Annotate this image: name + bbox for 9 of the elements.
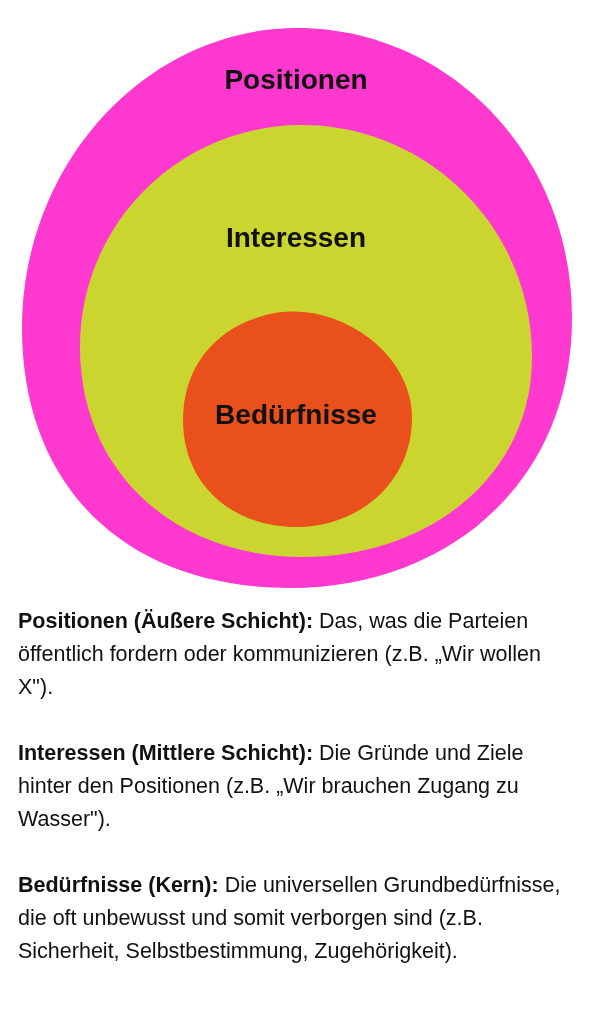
outer-layer-blob (22, 28, 572, 588)
core-blob (183, 310, 412, 527)
layer-title: Positionen (224, 64, 368, 96)
layer-title: Bedürfnisse (215, 399, 377, 431)
description-paragraph: Positionen (Äußere Schicht): Das, was die Parteien öffentlich fordern oder kommunizieren (z.B. „Wir wollen X"). (18, 608, 542, 701)
layer-title: Interessen (225, 222, 367, 254)
description-paragraph: Interessen (Mittlere Schicht): Die Gründe und Ziele hinter den Positionen (z.B. „Wir brauchen Zugang zu Wasser"). (18, 740, 525, 833)
middle-layer-blob (80, 125, 532, 557)
description-paragraph: Bedürfnisse (Kern): Die universellen Grundbedürfnisse, die oft unbewusst und somit verborgen sind (z.B. Sicherheit, Selbstbestimmung, Zugehörigkeit). (18, 872, 562, 965)
